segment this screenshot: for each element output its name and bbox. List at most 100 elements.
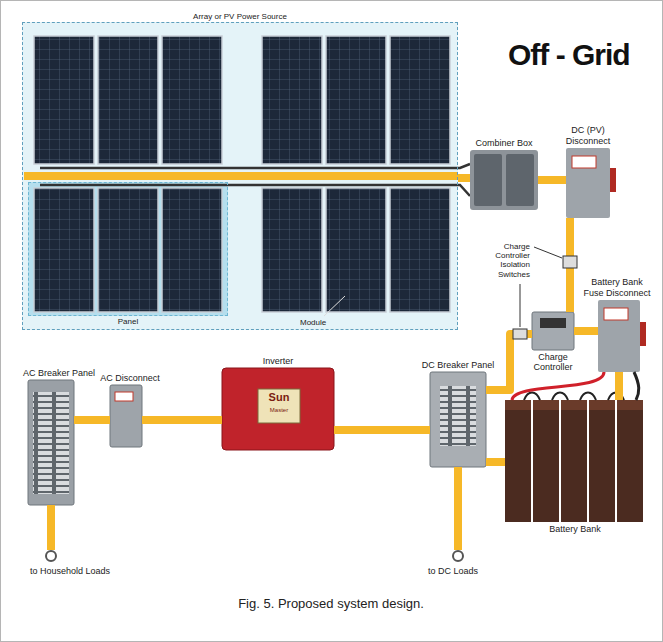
component-name: AC Disconnect: [98, 373, 162, 383]
component-name: Charge Controller: [525, 352, 581, 373]
warning-plate: [604, 308, 628, 320]
pv-module: [162, 36, 222, 164]
disconnect-body: [566, 148, 610, 218]
load-label: to DC Loads: [428, 566, 478, 576]
component-name: AC Breaker Panel: [18, 368, 100, 378]
pv-module: [98, 36, 158, 164]
power-wire: [538, 176, 566, 184]
pv-module: [162, 188, 222, 312]
component-name: Battery Bank Fuse Disconnect: [580, 277, 654, 298]
charge-controller-body: [532, 312, 574, 350]
load-wire: [47, 505, 55, 550]
component-label: DC (PV) Disconnect: [558, 125, 618, 146]
array-wire: [24, 172, 458, 180]
component-name: Panel: [98, 317, 158, 326]
pv-module: [34, 36, 94, 164]
power-wire: [486, 458, 505, 466]
pv-array-region: Array or PV Power SourcePanel: [22, 22, 458, 330]
component-label: Array or PV Power Source: [160, 12, 320, 21]
pv-module: [390, 36, 450, 164]
breakers: [33, 392, 69, 494]
figure-caption: Fig. 5. Proposed system design.: [238, 597, 424, 612]
array-ground: [22, 22, 458, 330]
pv-module: [326, 36, 386, 164]
battery-cable-negative: [634, 372, 639, 400]
component-label: Battery Bank: [530, 524, 620, 534]
isolation-switch: [563, 256, 577, 268]
disconnect-handle: [610, 168, 616, 192]
pv-cable: [40, 164, 470, 168]
pv-module: [326, 188, 386, 312]
fuse-disconnect: Battery Bank Fuse Disconnect: [598, 300, 640, 372]
component-label: AC Disconnect: [98, 373, 162, 383]
inverter-body: [222, 368, 334, 450]
panel-ground: [28, 182, 228, 316]
battery-cable-positive: [512, 372, 604, 400]
charge-controller: Charge Controller: [532, 312, 574, 350]
warning-plate: [115, 392, 133, 401]
component-name: Combiner Box: [469, 138, 539, 148]
inverter-display: [258, 389, 300, 423]
component-label: Charge Controller: [525, 352, 581, 373]
ac-breaker-panel-body: [28, 380, 74, 505]
leader-line: [534, 247, 562, 258]
battery-lids: [505, 400, 643, 410]
power-wire: [334, 426, 430, 434]
brand-logo: Master: [270, 407, 288, 414]
combiner-door: [474, 154, 502, 206]
pv-cable: [40, 185, 470, 196]
pv-module: [34, 188, 94, 312]
diagram-title: Off - Grid: [508, 38, 630, 73]
brand-logo: Sun: [269, 391, 290, 404]
load-terminal: [46, 551, 56, 561]
power-wire: [74, 416, 110, 424]
component-name: Inverter: [248, 356, 308, 366]
fuse-disconnect-body: [598, 300, 640, 372]
warning-plate: [572, 156, 596, 168]
isolation-switch: [513, 329, 527, 339]
power-wire: [615, 372, 623, 400]
battery-cells: [505, 408, 643, 522]
pv-panel-region: Panel: [28, 182, 228, 316]
component-name: Array or PV Power Source: [160, 12, 320, 21]
battery-jumpers: [524, 393, 624, 401]
pv-module: [390, 188, 450, 312]
component-label: Panel: [98, 317, 158, 326]
battery-bank: Battery Bank: [505, 400, 645, 522]
disconnect-handle: [640, 322, 646, 346]
pv-module: [262, 36, 322, 164]
component-label: Combiner Box: [469, 138, 539, 148]
ac-breaker-panel: AC Breaker Panel: [28, 380, 74, 505]
leader-line: [520, 284, 521, 327]
part-name: Module: [300, 318, 326, 327]
power-wire: [142, 416, 222, 424]
component-label: Battery Bank Fuse Disconnect: [580, 277, 654, 298]
dc-breaker-panel-body: [430, 372, 486, 467]
ac-disconnect-body: [110, 385, 142, 447]
combiner-door: [506, 154, 534, 206]
load-terminal: [453, 551, 463, 561]
combiner-box-body: [470, 150, 538, 210]
power-wire: [574, 327, 598, 335]
component-label: AC Breaker Panel: [18, 368, 100, 378]
leader-line: [324, 296, 345, 316]
combiner-box: Combiner Box: [470, 150, 538, 210]
pv-module: [262, 188, 322, 312]
component-label: Inverter: [248, 356, 308, 366]
ac-disconnect: AC Disconnect: [110, 385, 142, 447]
component-label: DC Breaker Panel: [418, 360, 498, 370]
breakers: [440, 386, 476, 446]
pv-module: [98, 188, 158, 312]
part-name: Charge Controller Isolation Switches: [482, 242, 530, 279]
dc-breaker-panel: DC Breaker Panel: [430, 372, 486, 467]
component-name: DC (PV) Disconnect: [558, 125, 618, 146]
controller-display: [540, 318, 566, 328]
component-name: DC Breaker Panel: [418, 360, 498, 370]
load-label: to Household Loads: [30, 566, 110, 576]
dc-disconnect: DC (PV) Disconnect: [566, 148, 610, 218]
